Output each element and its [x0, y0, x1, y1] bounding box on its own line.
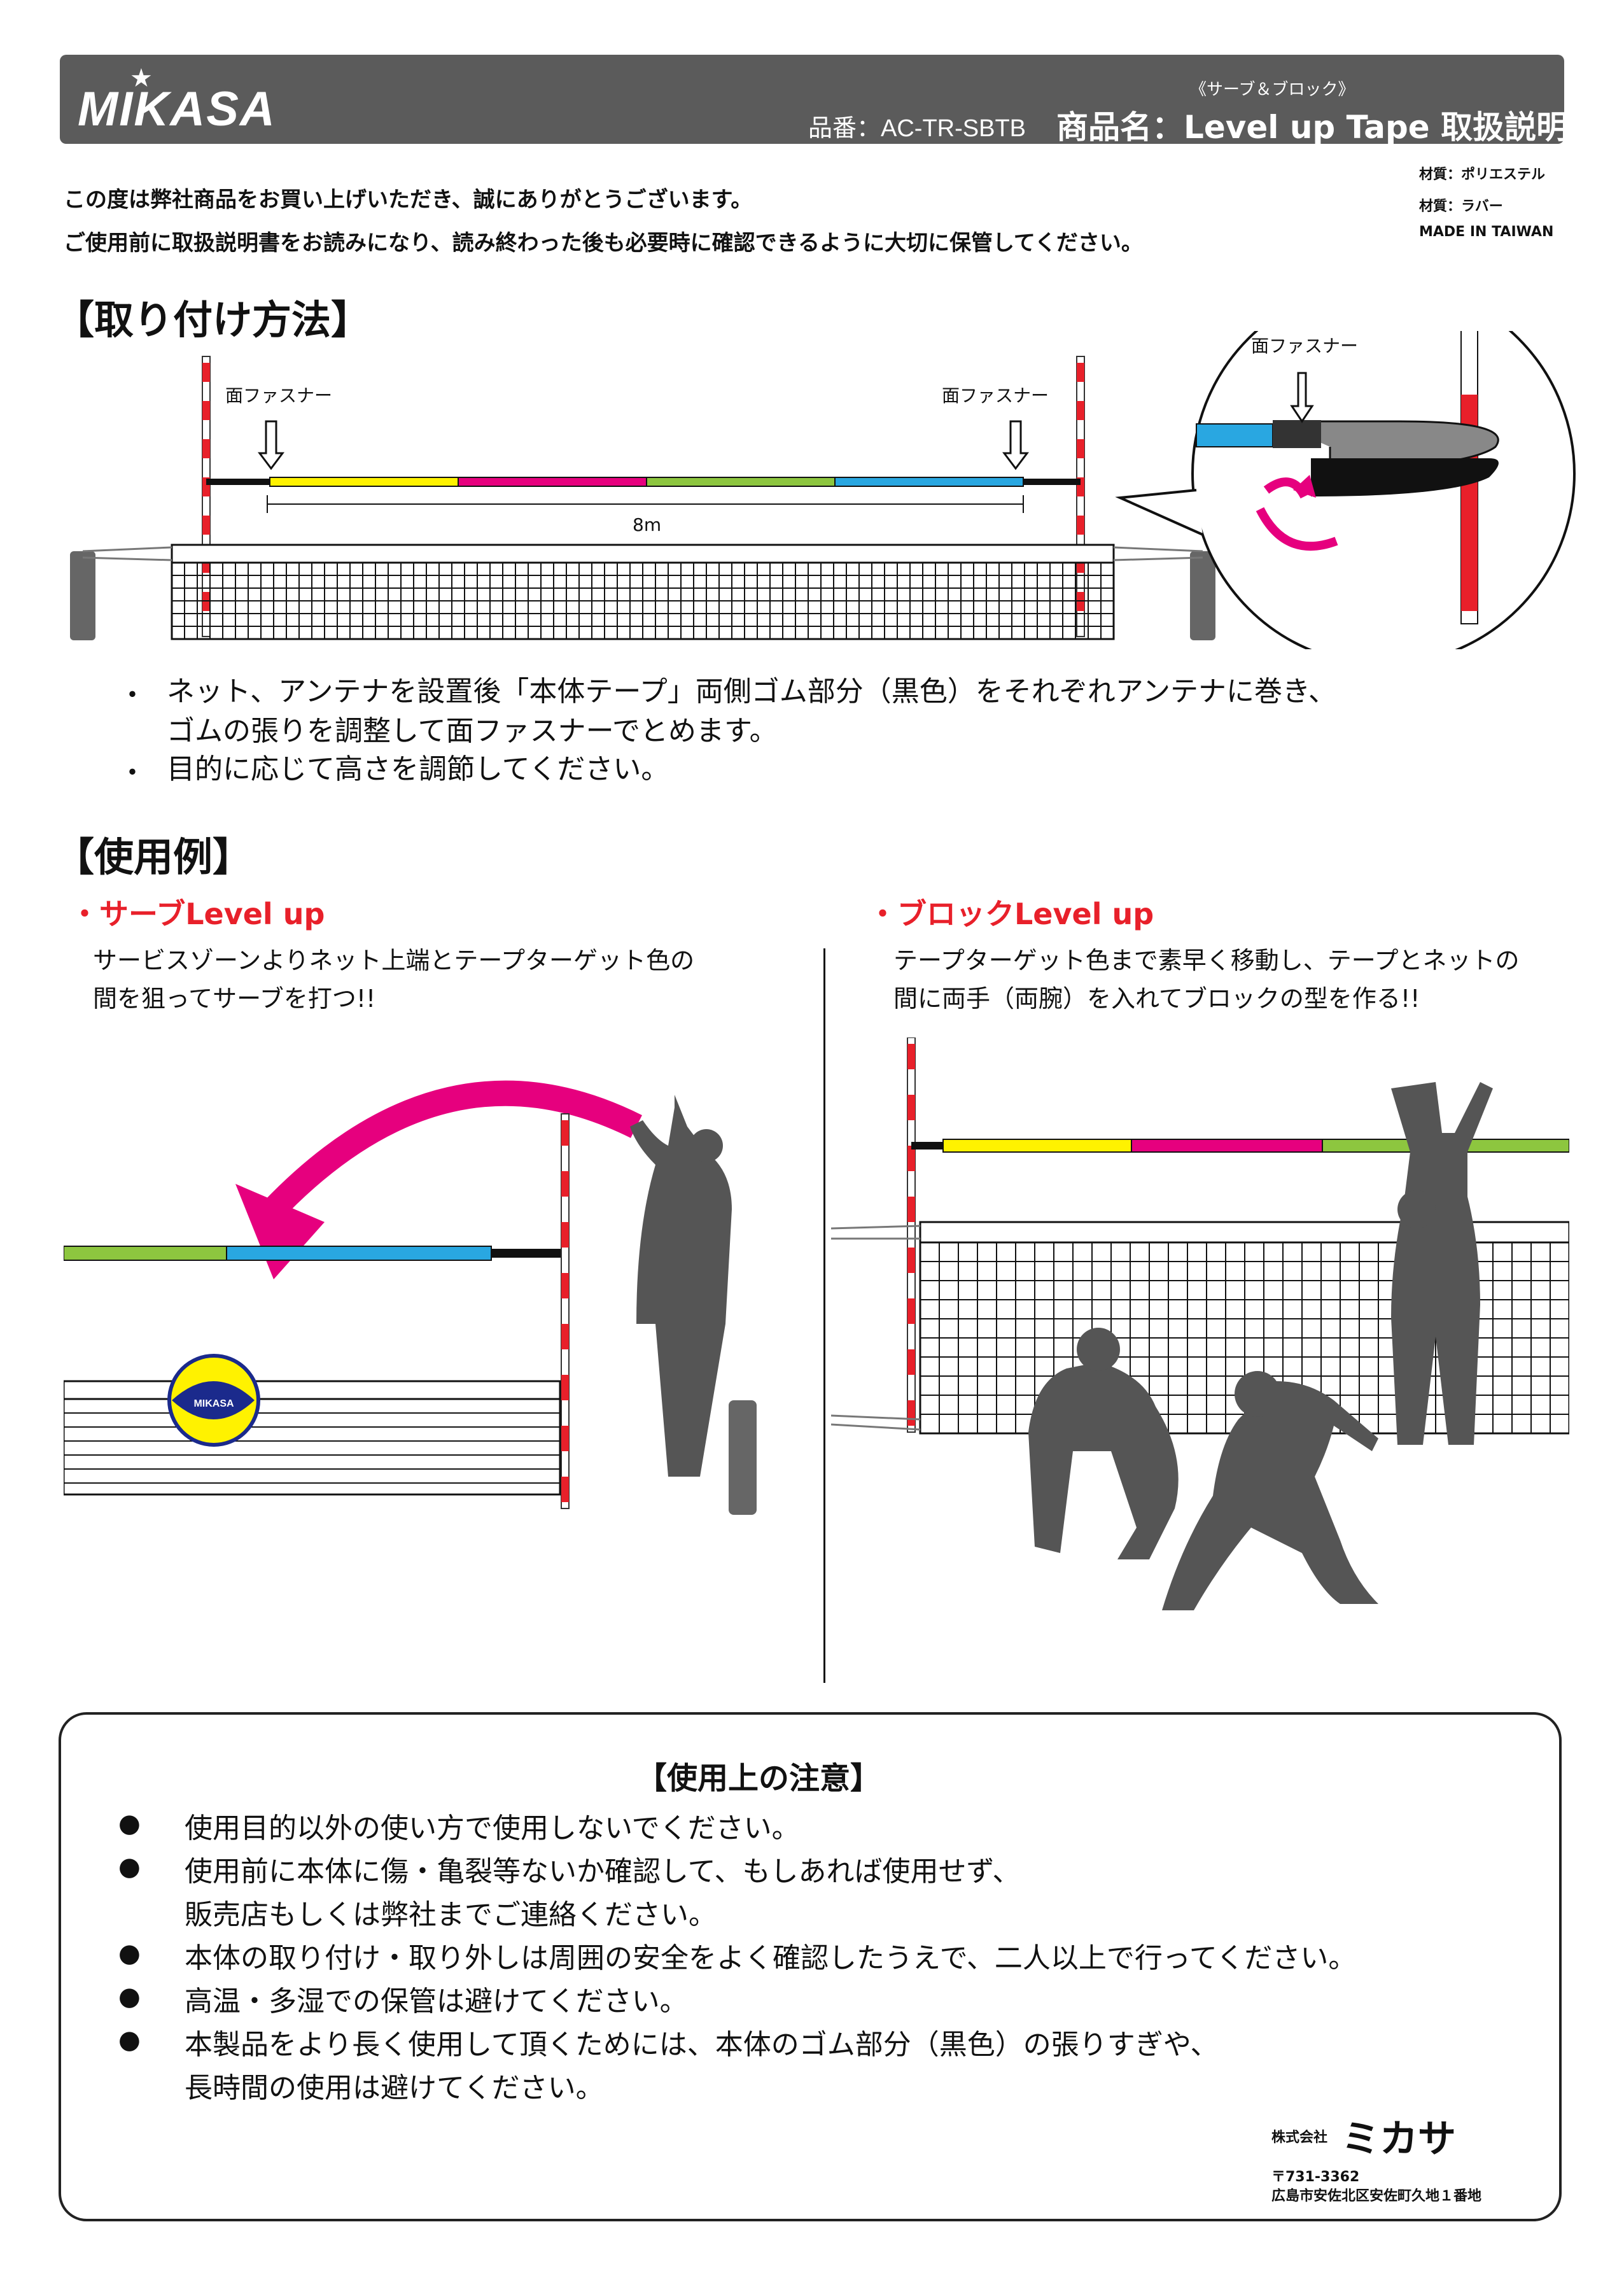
notice-item-5-cont: 長時間の使用は避けてください。: [185, 2072, 604, 2104]
bullet-mark: ・: [118, 757, 146, 789]
player-silhouette-2: [1162, 1381, 1378, 1610]
intro-line-2: ご使用前に取扱説明書をお読みになり、読み終わった後も必要時に確認できるように大切…: [64, 230, 1143, 256]
usage-title: 【使用例】: [55, 834, 253, 880]
install-diagram: [70, 331, 1576, 649]
product-name: 商品名：Level up Tape 取扱説明書: [1056, 109, 1600, 146]
serve-desc-1: サービスゾーンよりネット上端とテープターゲット色の: [93, 946, 695, 974]
notice-item-5: 本製品をより長く使用して頂くためには、本体のゴム部分（黒色）の張りすぎや、: [185, 2028, 1219, 2061]
notice-item-1: 使用目的以外の使い方で使用しないでください。: [185, 1812, 800, 1845]
notice-item-4: 高温・多湿での保管は避けてください。: [185, 1985, 688, 2018]
intro-line-1: この度は弊社商品をお買い上げいただき、誠にありがとうございます。: [64, 187, 753, 213]
company-prefix: 株式会社: [1271, 2130, 1328, 2146]
ball-brand: MIKASA: [193, 1398, 234, 1409]
company-name: ミカサ: [1341, 2117, 1456, 2162]
product-subtitle: 《サーブ＆ブロック》: [1190, 80, 1355, 99]
length-label: 8m: [633, 514, 662, 535]
velcro-label-zoom: 面ファスナー: [1251, 335, 1359, 356]
server-silhouette: [630, 1095, 732, 1477]
zoom-callout: [1115, 331, 1576, 649]
column-divider: [823, 948, 825, 1683]
install-step-1: ネット、アンテナを設置後「本体テープ」両側ゴム部分（黒色）をそれぞれアンテナに巻…: [167, 675, 1336, 708]
notice-item-3: 本体の取り付け・取り外しは周囲の安全をよく確認したうえで、二人以上で行ってくださ…: [185, 1942, 1357, 1974]
notice-item-2: 使用前に本体に傷・亀裂等ないか確認して、もしあれば使用せず、: [185, 1855, 1021, 1888]
tape-magenta: [458, 477, 647, 487]
notice-title: 【使用上の注意】: [636, 1761, 881, 1796]
logo-star-icon: ★: [130, 64, 153, 93]
tape-rubber-right: [1023, 479, 1081, 485]
right-pole: [1076, 356, 1085, 637]
right-post: [1190, 551, 1215, 640]
made-in: MADE IN TAIWAN: [1419, 224, 1554, 240]
post: [729, 1400, 757, 1515]
block-desc-2: 間に両手（両腕）を入れてブロックの型を作る!!: [893, 985, 1420, 1013]
velcro-patch: [1273, 420, 1321, 448]
down-arrow-icon: [1290, 372, 1314, 423]
install-title: 【取り付け方法】: [55, 297, 371, 343]
blocker-silhouette: [1391, 1082, 1493, 1445]
install-step-2: 目的に応じて高さを調節してください。: [167, 753, 669, 785]
block-illustration: [831, 1037, 1569, 1610]
serve-illustration: MIKASA: [64, 1080, 757, 1515]
down-arrow-icon: [1002, 420, 1029, 470]
notice-bullet: ●: [118, 1809, 141, 1838]
net: [171, 544, 1115, 640]
serve-title: ・サーブLevel up: [70, 897, 325, 931]
velcro-label-left: 面ファスナー: [225, 385, 333, 406]
left-pole: [202, 356, 211, 637]
notice-bullet: ●: [118, 1852, 141, 1881]
left-post: [70, 551, 95, 640]
company-postal: 〒731-3362: [1271, 2169, 1360, 2185]
notice-item-2-cont: 販売店もしくは弊社までご連絡ください。: [185, 1899, 717, 1931]
brand-logo: MIKASA: [78, 82, 276, 136]
company-address: 広島市安佐北区安佐町久地１番地: [1271, 2188, 1482, 2204]
tape-yellow: [269, 477, 459, 487]
tape-blue: [834, 477, 1024, 487]
player-silhouette-1: [1028, 1362, 1179, 1559]
notice-box: [59, 1712, 1562, 2221]
velcro-label-right: 面ファスナー: [942, 385, 1049, 406]
block-title: ・ブロックLevel up: [868, 897, 1154, 931]
notice-bullet: ●: [118, 1982, 141, 2011]
block-desc-1: テープターゲット色まで素早く移動し、テープとネットの: [893, 946, 1520, 974]
product-code: 品番：AC-TR-SBTB: [808, 115, 1026, 142]
serve-desc-2: 間を狙ってサーブを打つ!!: [93, 985, 376, 1013]
header-bar: [60, 55, 1564, 144]
serve-trajectory-arrow: [264, 1080, 642, 1218]
notice-bullet: ●: [118, 2025, 141, 2055]
material-1: 材質：ポリエステル: [1419, 167, 1546, 183]
bullet-mark: ・: [118, 679, 146, 712]
material-2: 材質：ラバー: [1419, 199, 1503, 214]
install-step-1-cont: ゴムの張りを調整して面ファスナーでとめます。: [167, 715, 778, 747]
rubber-strap: [1311, 458, 1499, 496]
notice-bullet: ●: [118, 1939, 141, 1968]
tape-rubber-left: [206, 479, 270, 485]
tape-green: [646, 477, 836, 487]
down-arrow-icon: [258, 420, 284, 470]
